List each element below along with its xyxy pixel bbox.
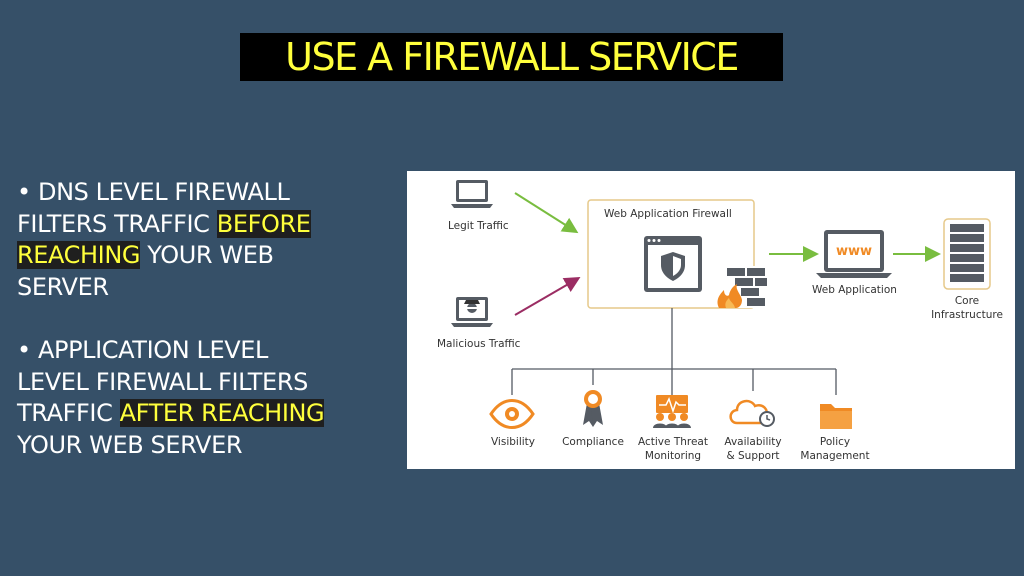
bullet1-line3-text: YOUR WEB: [140, 241, 274, 269]
core-label-line1: Core: [955, 295, 979, 307]
bullet1-line2-text: FILTERS TRAFFIC: [17, 209, 217, 238]
bullet1-line1: • DNS LEVEL FIREWALL: [17, 178, 290, 206]
services-connector: [511, 308, 837, 395]
malicious-traffic-label: Malicious Traffic: [437, 338, 521, 350]
bullet2-line4: YOUR WEB SERVER: [17, 430, 243, 459]
legit-traffic-arrow: [514, 192, 579, 234]
server-rack-icon: [943, 218, 991, 290]
service-policy-label-1: Policy: [820, 436, 850, 448]
fire-icon: [717, 284, 742, 308]
legit-laptop-icon: [451, 180, 493, 208]
highlight-reaching: REACHING: [17, 241, 141, 269]
web-application-label: Web Application: [812, 284, 897, 296]
malicious-traffic-arrow: [514, 276, 581, 316]
folder-icon: [820, 404, 852, 429]
ribbon-icon: [583, 390, 603, 427]
highlight-after-reaching: AFTER REACHING: [119, 399, 325, 427]
eye-icon: [489, 399, 535, 429]
service-compliance-label: Compliance: [562, 436, 624, 448]
service-threat-label-1: Active Threat: [638, 436, 708, 448]
bullet2-line1: • APPLICATION LEVEL: [17, 336, 269, 364]
cloud-clock-icon: [729, 399, 775, 427]
monitoring-icon: [653, 395, 691, 428]
core-label-line2: Infrastructure: [931, 309, 1003, 321]
firewall-brick-icon: [725, 266, 767, 308]
bullet2-line2: LEVEL FIREWALL FILTERS: [17, 367, 308, 396]
bullet-application-firewall: • APPLICATION LEVEL LEVEL FIREWALL FILTE…: [17, 335, 402, 461]
bullet-dns-firewall: • DNS LEVEL FIREWALL FILTERS TRAFFIC BEF…: [17, 177, 402, 303]
slide-title: USE A FIREWALL SERVICE: [240, 33, 783, 81]
www-label: www: [836, 244, 872, 259]
legit-traffic-label: Legit Traffic: [448, 220, 509, 232]
bullet-list: • DNS LEVEL FIREWALL FILTERS TRAFFIC BEF…: [17, 177, 402, 493]
service-threat-label-2: Monitoring: [645, 450, 701, 462]
service-policy-label-2: Management: [800, 450, 869, 462]
service-availability-label-2: & Support: [726, 450, 779, 462]
web-application-laptop-icon: [816, 230, 892, 278]
service-visibility-label: Visibility: [491, 436, 535, 448]
bullet2-line3-text: TRAFFIC: [17, 399, 120, 427]
highlight-before: BEFORE: [216, 209, 311, 238]
shield-window-icon: [644, 236, 702, 292]
waf-diagram: Legit Traffic Malicious Traffic Web Appl…: [407, 171, 1015, 469]
bullet1-line4: SERVER: [17, 272, 109, 301]
malicious-laptop-icon: [451, 297, 493, 327]
service-availability-label-1: Availability: [724, 436, 781, 448]
waf-title: Web Application Firewall: [604, 208, 732, 220]
